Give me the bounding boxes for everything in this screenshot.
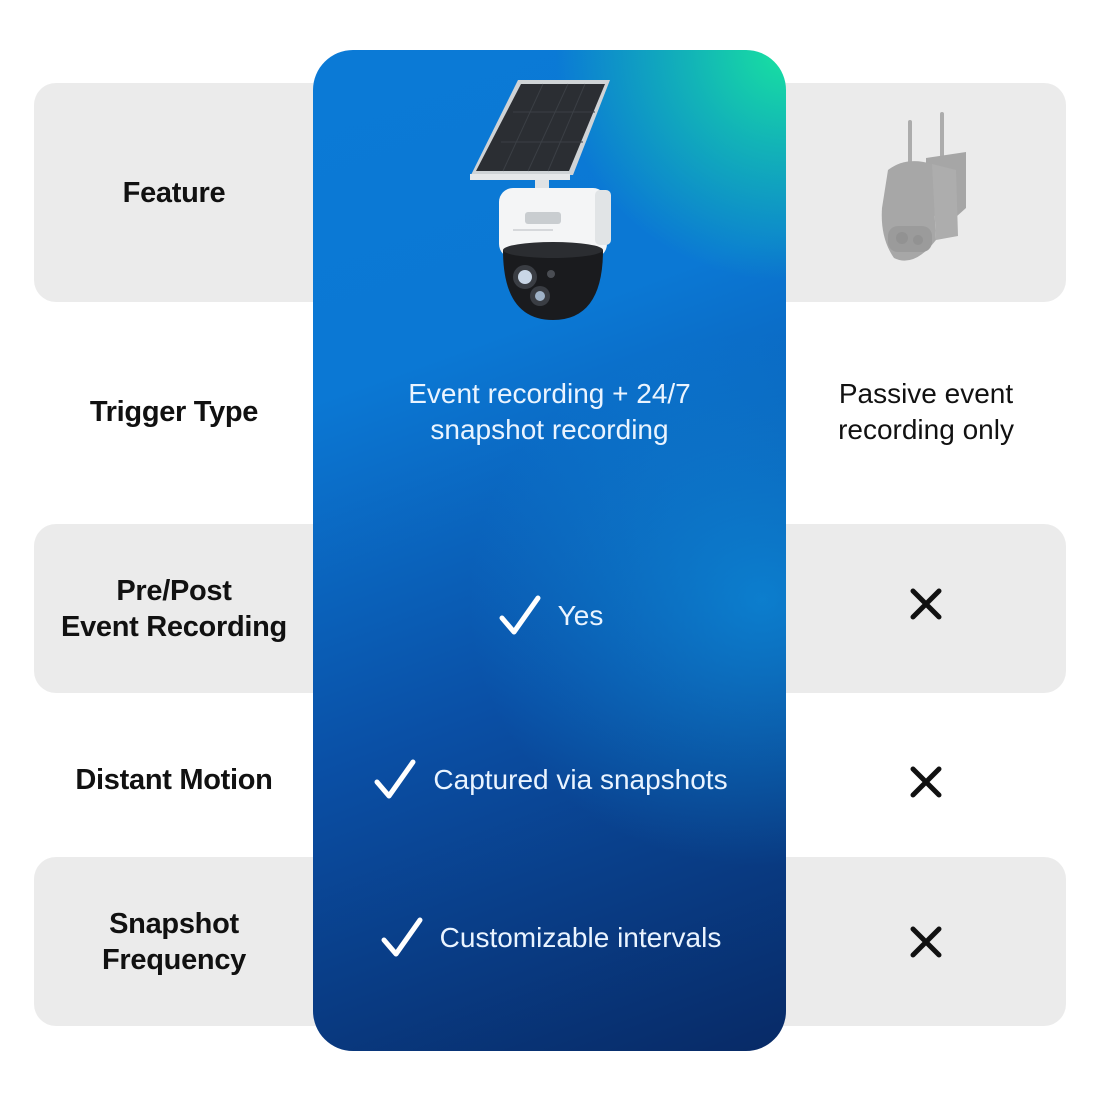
- feature-label: Feature: [34, 83, 314, 302]
- solar-ptz-camera-icon: [470, 80, 611, 320]
- highlight-distant-motion-text: Captured via snapshots: [433, 764, 728, 795]
- x-icon: [910, 766, 942, 798]
- pre-post-label: Pre/Post Event Recording: [34, 524, 314, 693]
- other-distant-motion: [786, 740, 1066, 824]
- trigger-type-label: Trigger Type: [34, 340, 314, 484]
- competitor-camera-icon: [881, 111, 966, 261]
- trigger-type-label-text: Trigger Type: [89, 396, 259, 428]
- feature-label-text: Feature: [122, 176, 226, 209]
- check-icon: [374, 759, 416, 799]
- x-icon: [910, 588, 942, 619]
- x-icon: [910, 926, 942, 957]
- distant-motion-label-text: Distant Motion: [75, 764, 273, 796]
- check-icon: [499, 595, 541, 635]
- distant-motion-label: Distant Motion: [34, 720, 314, 840]
- snapshot-frequency-label-text: Snapshot Frequency: [102, 907, 246, 976]
- highlight-column: [313, 50, 786, 1051]
- other-trigger-type: Passive event recording only: [786, 340, 1066, 484]
- highlight-distant-motion: Captured via snapshots: [313, 748, 786, 812]
- highlight-pre-post: Yes: [313, 584, 786, 648]
- highlight-trigger-type: Event recording + 24/7 snapshot recordin…: [313, 340, 786, 484]
- highlight-pre-post-text: Yes: [557, 600, 604, 631]
- check-icon: [381, 917, 423, 957]
- other-trigger-type-text: Passive event recording only: [838, 378, 1014, 445]
- snapshot-frequency-label: Snapshot Frequency: [34, 857, 314, 1026]
- other-feature: [786, 83, 1066, 302]
- other-snapshot-frequency: [786, 857, 1066, 1026]
- other-pre-post: [786, 524, 1066, 693]
- highlight-trigger-type-text: Event recording + 24/7 snapshot recordin…: [408, 378, 691, 445]
- highlight-snapshot-frequency-text: Customizable intervals: [439, 922, 722, 953]
- highlight-snapshot-frequency: Customizable intervals: [313, 906, 786, 970]
- pre-post-label-text: Pre/Post Event Recording: [61, 574, 287, 643]
